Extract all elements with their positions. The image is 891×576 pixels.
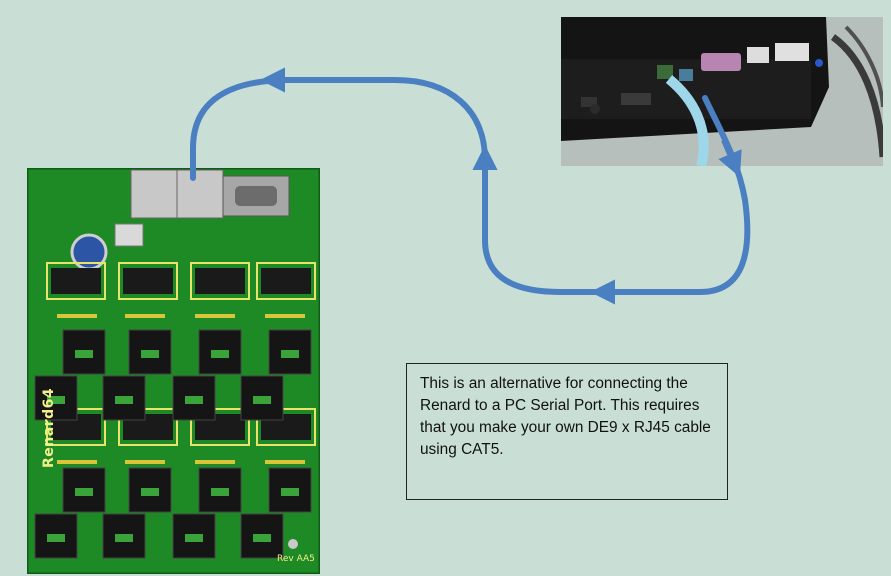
board-name-label: Renard64 [41, 387, 57, 468]
board-revision-label: Rev AA5 [277, 554, 315, 564]
computer-ports-photo-icon [561, 17, 883, 166]
caption-box: This is an alternative for connecting th… [406, 363, 728, 500]
renard-board-photo: Renard64 Rev AA5 [27, 168, 320, 574]
circuit-board-photo-icon [27, 168, 320, 574]
pc-serial-port-photo [561, 17, 883, 166]
caption-text: This is an alternative for connecting th… [420, 375, 711, 458]
